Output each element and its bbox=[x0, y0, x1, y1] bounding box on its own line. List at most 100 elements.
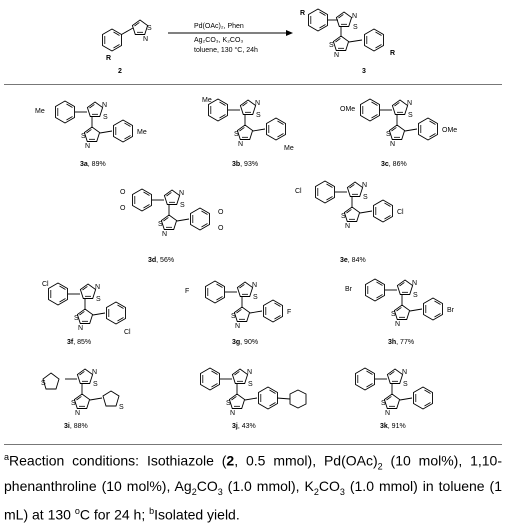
reaction-scheme: S N R 2 Pd(OAc)₂, Phen Ag₂CO₃, K₂CO₃ tol… bbox=[102, 8, 395, 75]
substituent: F bbox=[287, 309, 291, 316]
atom-N: N bbox=[179, 190, 184, 197]
atom-N: N bbox=[75, 410, 80, 417]
product-S1: N bbox=[352, 13, 357, 20]
atom-S: S bbox=[231, 313, 236, 320]
atom-S: S bbox=[248, 381, 253, 388]
sm-id: 2 bbox=[118, 68, 122, 75]
substituent: Me bbox=[137, 129, 147, 136]
product-R2-label: R bbox=[390, 50, 395, 57]
atom-N: N bbox=[255, 100, 260, 107]
caption-3a: 3a, 89% bbox=[80, 161, 106, 168]
substituent: OMe bbox=[340, 106, 355, 113]
reaction-arrow: Pd(OAc)₂, Phen Ag₂CO₃, K₂CO₃ toluene, 13… bbox=[168, 23, 293, 54]
caption-3d: 3d, 56% bbox=[148, 257, 174, 264]
sm-S-label: S bbox=[147, 25, 152, 32]
conditions-line2: Ag₂CO₃, K₂CO₃ bbox=[194, 37, 243, 44]
atom-N: N bbox=[362, 182, 367, 189]
atom-S: S bbox=[158, 221, 163, 228]
atom-N: N bbox=[162, 231, 167, 238]
atom-S: S bbox=[341, 213, 346, 220]
atom-N: N bbox=[252, 282, 257, 289]
footnote-mark-a: a bbox=[4, 452, 10, 462]
atom-S: S bbox=[381, 400, 386, 407]
substituent: Br bbox=[345, 286, 353, 293]
atom-O: O bbox=[218, 225, 224, 232]
atom-S: S bbox=[386, 131, 391, 138]
atom-N: N bbox=[412, 280, 417, 287]
sm-N-label: N bbox=[143, 36, 148, 43]
caption-3k: 3k, 91% bbox=[380, 423, 406, 430]
caption-3e: 3e, 84% bbox=[340, 257, 366, 264]
starting-material-2: S N R 2 bbox=[102, 19, 152, 75]
atom-S: S bbox=[408, 112, 413, 119]
atom-N: N bbox=[345, 223, 350, 230]
atom-S: S bbox=[119, 404, 124, 411]
atom-N: N bbox=[102, 102, 107, 109]
atom-S: S bbox=[180, 202, 185, 209]
sm-R-label: R bbox=[106, 55, 111, 62]
atom-S: S bbox=[403, 381, 408, 388]
conditions-line3: toluene, 130 °C, 24h bbox=[194, 46, 258, 54]
substituent: Cl bbox=[397, 209, 404, 216]
caption-3f: 3f, 85% bbox=[67, 339, 91, 346]
atom-O: O bbox=[120, 189, 126, 196]
divider-top bbox=[4, 84, 502, 85]
atom-O: O bbox=[120, 205, 126, 212]
atom-N: N bbox=[85, 143, 90, 150]
atom-S: S bbox=[253, 294, 258, 301]
atom-N: N bbox=[78, 325, 83, 332]
substituent: Cl bbox=[42, 281, 49, 288]
atom-N: N bbox=[247, 369, 252, 376]
footnote: aReaction conditions: Isothiazole (2, 0.… bbox=[4, 452, 503, 523]
atom-S: S bbox=[41, 380, 46, 387]
atom-N: N bbox=[385, 410, 390, 417]
atom-S: S bbox=[71, 400, 76, 407]
atom-S: S bbox=[256, 112, 261, 119]
substituent: Me bbox=[35, 108, 45, 115]
atom-S: S bbox=[226, 400, 231, 407]
atom-S: S bbox=[413, 292, 418, 299]
atom-N: N bbox=[92, 369, 97, 376]
atom-S: S bbox=[363, 194, 368, 201]
atom-S: S bbox=[74, 315, 79, 322]
divider-bottom bbox=[4, 444, 502, 445]
substituent: Cl bbox=[295, 188, 302, 195]
substituent: OMe bbox=[442, 127, 457, 134]
atom-O: O bbox=[218, 209, 224, 216]
caption-3c: 3c, 86% bbox=[381, 161, 407, 168]
substituent: Cl bbox=[124, 329, 131, 336]
substituent: F bbox=[185, 288, 189, 295]
product-3: R N S S N R 3 bbox=[300, 8, 395, 75]
conditions-line1: Pd(OAc)₂, Phen bbox=[194, 23, 244, 30]
caption-3i: 3i, 88% bbox=[64, 423, 88, 430]
caption-3b: 3b, 93% bbox=[232, 161, 258, 168]
product-id: 3 bbox=[362, 68, 366, 75]
product-N2: N bbox=[334, 52, 339, 59]
substituent: Me bbox=[284, 145, 294, 152]
atom-S: S bbox=[391, 311, 396, 318]
atom-N: N bbox=[230, 410, 235, 417]
atom-S: S bbox=[96, 296, 101, 303]
atom-S: S bbox=[103, 114, 108, 121]
atom-N: N bbox=[395, 321, 400, 328]
substituent: Br bbox=[447, 307, 455, 314]
atom-N: N bbox=[95, 284, 100, 291]
atom-N: N bbox=[390, 141, 395, 148]
product-R1-label: R bbox=[300, 10, 305, 17]
atom-S: S bbox=[234, 131, 239, 138]
product-N1: S bbox=[353, 24, 358, 31]
atom-S: S bbox=[93, 381, 98, 388]
atom-N: N bbox=[402, 369, 407, 376]
